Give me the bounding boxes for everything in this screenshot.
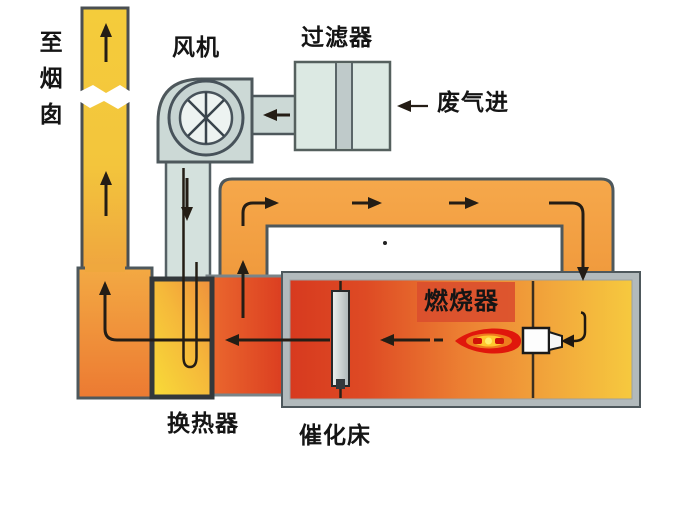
filter-element <box>336 64 352 148</box>
bypass-duct <box>218 177 615 279</box>
dot-mark <box>383 241 387 245</box>
heat-exchanger-box <box>149 276 215 400</box>
flow-arrow-loop-corner <box>241 197 279 226</box>
hx-u-tube <box>182 168 198 369</box>
label-catalytic-bed: 催化床 <box>299 423 371 449</box>
flame-icon <box>455 328 521 354</box>
fuel-line-arrow <box>561 311 587 348</box>
label-filter: 过滤器 <box>301 25 373 51</box>
duct-chamber-junction <box>85 264 125 272</box>
flow-arrow-into-chamber <box>549 201 589 281</box>
label-to-chimney: 至烟囱 <box>35 30 62 138</box>
label-fan: 风机 <box>172 35 220 61</box>
filter-box <box>293 60 392 152</box>
fan-duct <box>164 154 212 285</box>
label-burner: 燃烧器 <box>424 287 499 315</box>
burner-highlight <box>417 282 515 322</box>
burner-box <box>521 326 563 355</box>
exhaust-chamber <box>76 264 154 400</box>
label-waste-gas-in: 废气进 <box>437 90 509 116</box>
burner-nozzle <box>548 330 563 352</box>
label-heat-exchanger: 换热器 <box>167 411 239 437</box>
catalytic-bed-slab <box>331 281 350 398</box>
flow-arrow-to-chimney <box>99 281 210 342</box>
fan-impeller-icon <box>167 79 245 157</box>
duct-break-icon <box>79 85 131 109</box>
connecting-duct <box>205 274 292 397</box>
